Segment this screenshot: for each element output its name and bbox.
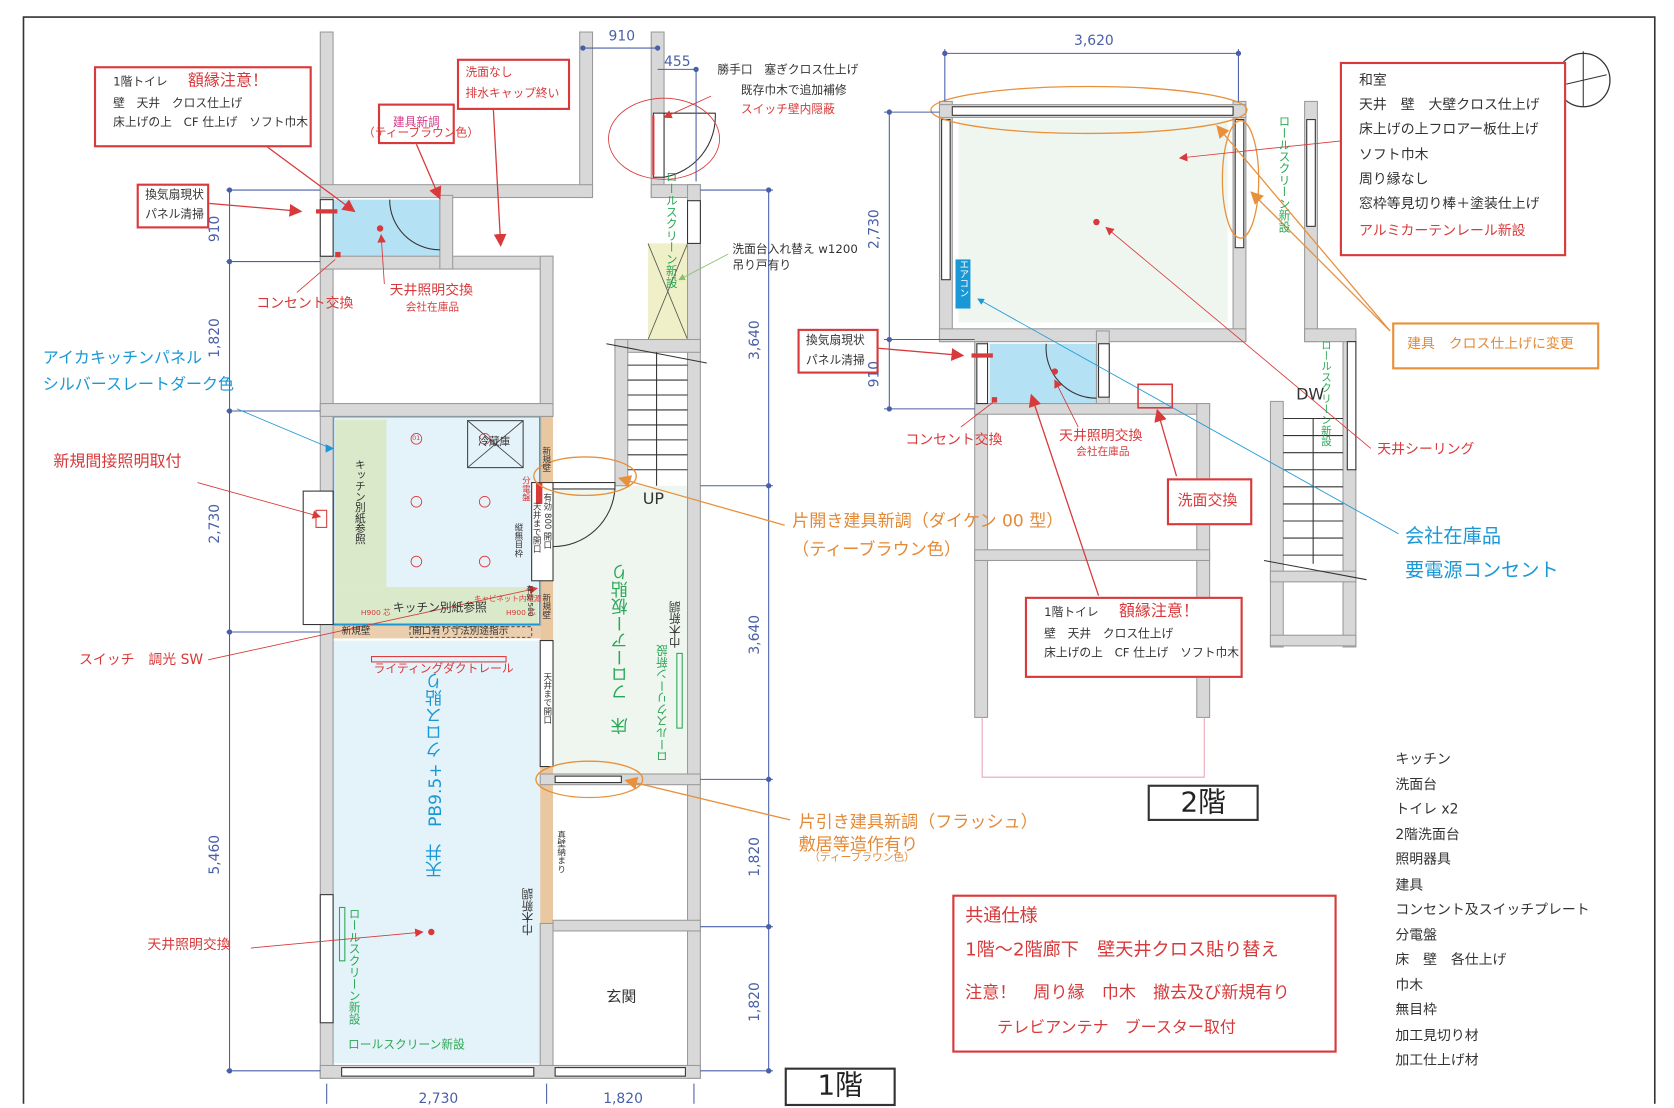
list-item: トイレ x2 [1395, 801, 1459, 818]
aircon-unit [955, 259, 971, 309]
item-list: キッチン 洗面台 トイレ x2 2階洗面台 照明器具 建具 コンセント及スイッチ… [1395, 752, 1589, 1078]
list-item: 2階洗面台 [1395, 826, 1460, 843]
list-item: 洗面台 [1395, 776, 1438, 793]
list-item: 無目枠 [1395, 1002, 1438, 1019]
panel-leader-line [236, 408, 332, 449]
dimension-lines-2f [883, 49, 1242, 412]
leader-lines-orange [617, 124, 1391, 821]
stairs-2f [1263, 417, 1367, 581]
list-item: 照明器具 [1395, 851, 1451, 868]
ceiling-light-marks [410, 433, 491, 568]
list-item: コンセント及スイッチプレート [1395, 902, 1590, 919]
common-spec-box: 共通仕様 1階～2階廊下 壁天井クロス貼り替え 注意！ 周り縁 巾木 撤去及び新… [952, 894, 1337, 1053]
japanese-room-note: 和室 天井 壁 大壁クロス仕上げ 床上げの上フロアー板仕上げ ソフト巾木 周り縁… [1339, 61, 1567, 257]
toilet-2f-floor [989, 343, 1097, 404]
toilet-1f-note: 1階トイレ 額縁注意！ 壁 天井 クロス仕上げ 床上げの上 CF 仕上げ ソフト… [93, 66, 312, 148]
fitting-note: 建具 クロス仕上げに変更 [1392, 322, 1600, 370]
list-item: 巾木 [1395, 977, 1424, 994]
fan-note-2f: 換気扇現状 パネル清掃 [797, 328, 879, 374]
corridor-area [553, 485, 688, 775]
stairs-1f [606, 343, 707, 486]
list-item: キッチン [1395, 751, 1451, 768]
list-item: 加工仕上げ材 [1395, 1052, 1479, 1069]
list-item: 分電盤 [1395, 927, 1438, 944]
fan-note-1f: 換気扇現状 パネル清掃 [136, 183, 210, 229]
door-note-1f [377, 103, 455, 145]
toilet-2f-note: 1階トイレ 額縁注意！ 壁 天井 クロス仕上げ 床上げの上 CF 仕上げ ソフト… [1024, 596, 1243, 678]
list-item: 加工見切り材 [1395, 1027, 1479, 1044]
floor1-label: 1階 [784, 1067, 896, 1107]
wash-replace-note: 洗面交換 [1166, 478, 1253, 526]
list-item: 建具 [1395, 877, 1424, 894]
wash-note-1f: 洗面なし 排水キャップ終い [456, 58, 571, 110]
floor2-label: 2階 [1147, 784, 1259, 821]
living-area [333, 640, 541, 1064]
list-item: 床 壁 各仕上げ [1395, 952, 1507, 969]
window-kitchen [302, 490, 334, 626]
leader-lines-red [197, 95, 1372, 949]
sheet-border [22, 16, 1656, 1104]
dimension-lines-1f [226, 45, 773, 1104]
japanese-room-area [958, 119, 1228, 323]
